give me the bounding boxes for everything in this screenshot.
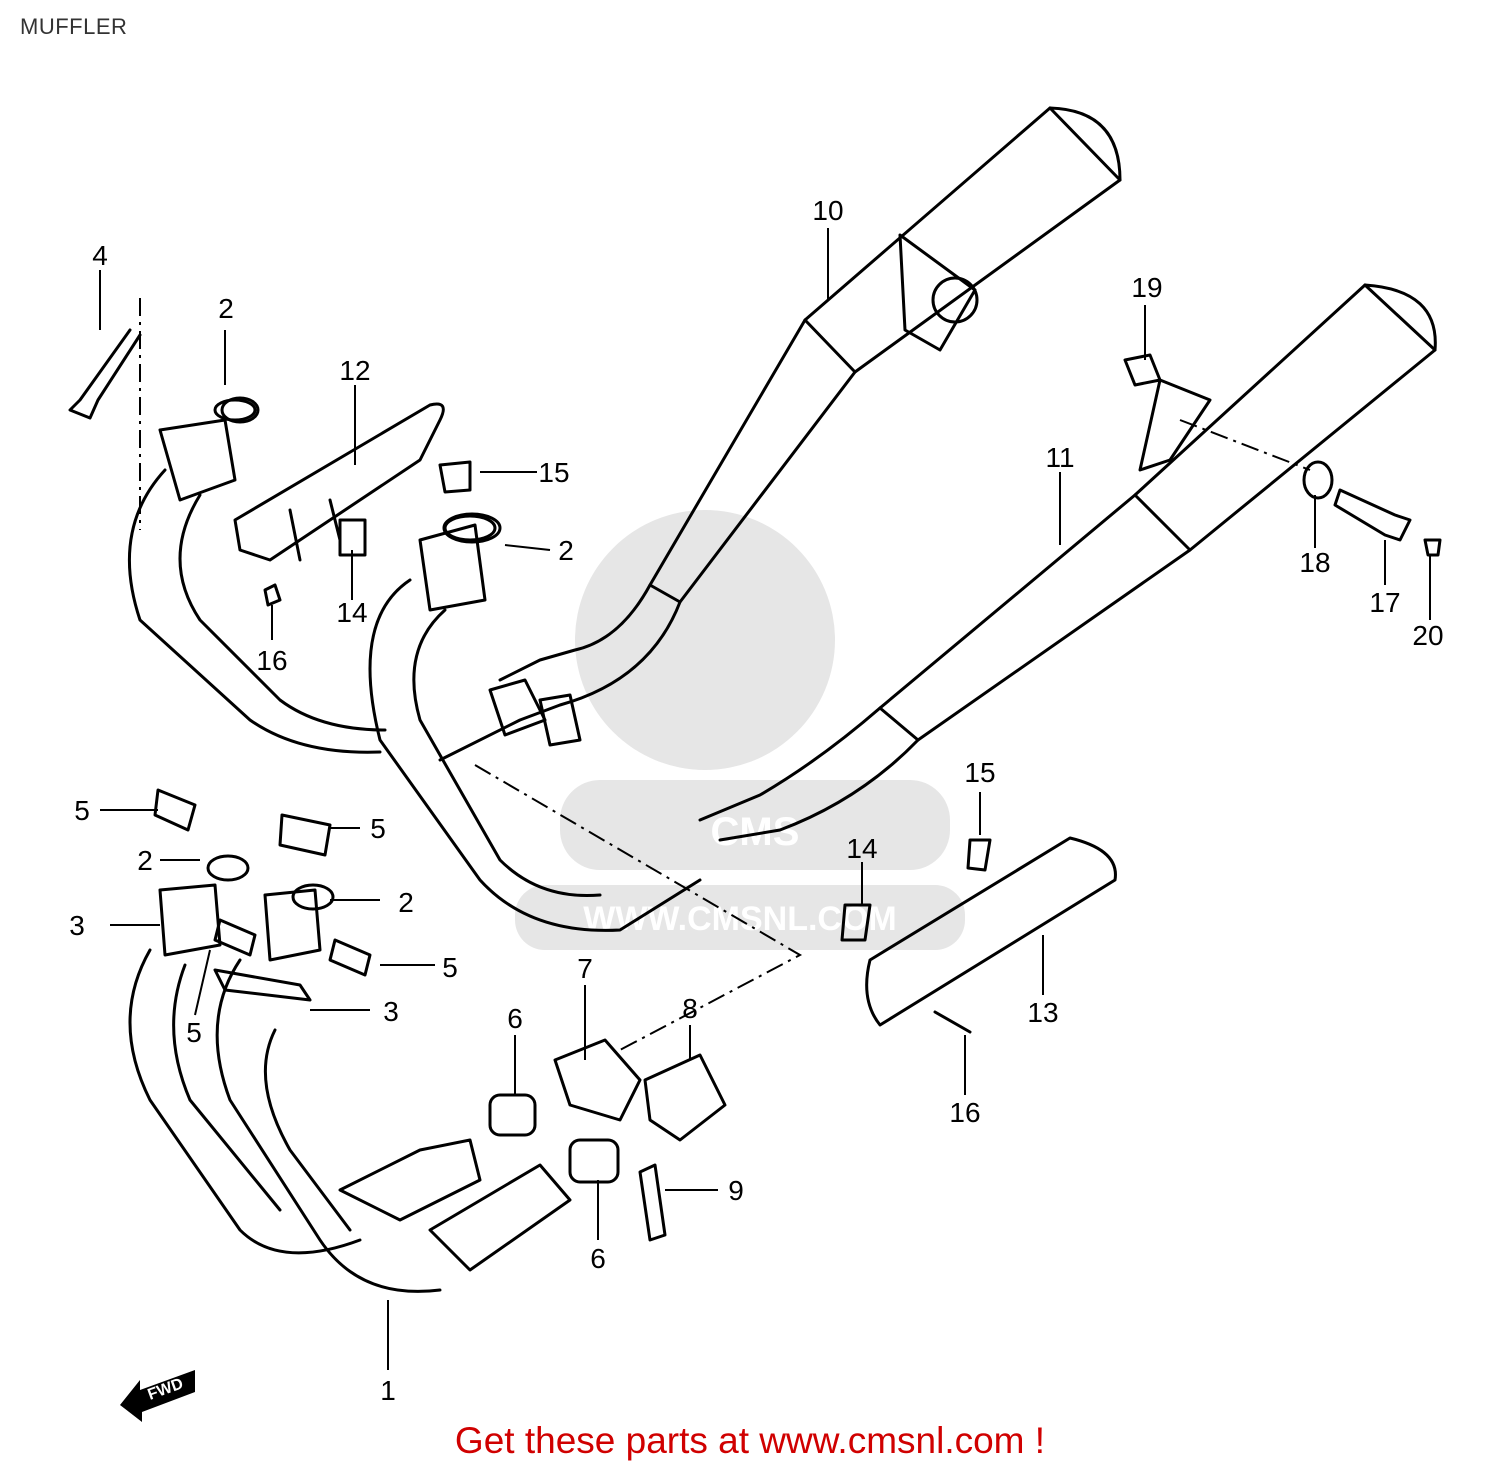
muffler-right-part-11 <box>698 283 1437 842</box>
sleeve-6b <box>568 1138 620 1184</box>
watermark-brand: CMS <box>711 810 800 854</box>
callout-14a: 14 <box>336 597 367 628</box>
sleeve-6a <box>488 1093 537 1137</box>
callout-11: 11 <box>1045 442 1074 473</box>
callout-13: 13 <box>1027 997 1058 1028</box>
gasket-2b <box>443 514 497 542</box>
joint-5d <box>213 918 257 957</box>
callout-5a: 5 <box>74 795 90 826</box>
callout-9: 9 <box>728 1175 744 1206</box>
lower-exhaust-pipes <box>128 883 572 1293</box>
muffler-left-part-10 <box>438 106 1122 762</box>
callout-8: 8 <box>682 993 698 1024</box>
leader-lines <box>99 228 1431 1370</box>
callout-12: 12 <box>339 355 370 386</box>
callout-7: 7 <box>577 953 593 984</box>
bolt-9 <box>638 1163 667 1242</box>
callout-16b: 16 <box>949 1097 980 1128</box>
nut-19 <box>1123 353 1162 387</box>
joint-5a <box>153 788 197 832</box>
washer-18 <box>1302 460 1334 500</box>
callout-14b: 14 <box>846 833 877 864</box>
callout-2d: 2 <box>398 887 414 918</box>
cmsnl-promo-link[interactable]: Get these parts at www.cmsnl.com ! <box>454 1420 1046 1461</box>
callout-1: 1 <box>380 1375 396 1406</box>
callout-18: 18 <box>1299 547 1330 578</box>
alignment-lines <box>139 298 1311 1051</box>
callout-16a: 16 <box>256 645 287 676</box>
bolt-16b <box>933 1010 972 1034</box>
callout-5d: 5 <box>186 1017 202 1048</box>
gasket-2c <box>206 854 250 882</box>
callout-3a: 3 <box>69 910 85 941</box>
damper-14a <box>338 518 367 557</box>
cap-20 <box>1423 538 1442 557</box>
callout-6b: 6 <box>590 1243 606 1274</box>
gasket-2a <box>220 396 260 424</box>
gasket-2d <box>291 883 335 911</box>
callout-2a: 2 <box>218 293 234 324</box>
callout-19: 19 <box>1131 272 1162 303</box>
joint-5c <box>328 938 372 977</box>
callout-3b: 3 <box>383 996 399 1027</box>
callout-4: 4 <box>92 240 108 271</box>
page-title: MUFFLER <box>20 14 128 39</box>
callout-10: 10 <box>812 195 843 226</box>
callout-17: 17 <box>1369 587 1400 618</box>
callout-15b: 15 <box>964 757 995 788</box>
bracket-part-12 <box>233 402 445 562</box>
joint-5b <box>278 813 332 857</box>
callout-2c: 2 <box>137 845 153 876</box>
heat-shield-part-13 <box>865 836 1117 1027</box>
callout-6a: 6 <box>507 1003 523 1034</box>
callout-5b: 5 <box>370 813 386 844</box>
clamp-7 <box>553 1038 642 1122</box>
callout-5c: 5 <box>442 952 458 983</box>
fwd-direction-arrow: FWD <box>120 1370 195 1422</box>
callout-2b: 2 <box>558 535 574 566</box>
nut-16a <box>263 583 282 607</box>
clip-15a <box>438 460 472 494</box>
callout-20: 20 <box>1412 620 1443 651</box>
callout-labels: 1 2 2 2 2 3 3 4 5 5 5 5 6 6 7 8 9 10 11 … <box>69 195 1443 1406</box>
watermark-logo: CMS WWW.CMSNL.COM <box>515 510 965 950</box>
bolt-17 <box>1333 488 1412 542</box>
clip-15b <box>966 838 992 872</box>
callout-15a: 15 <box>538 457 569 488</box>
clamp-8 <box>643 1053 727 1142</box>
